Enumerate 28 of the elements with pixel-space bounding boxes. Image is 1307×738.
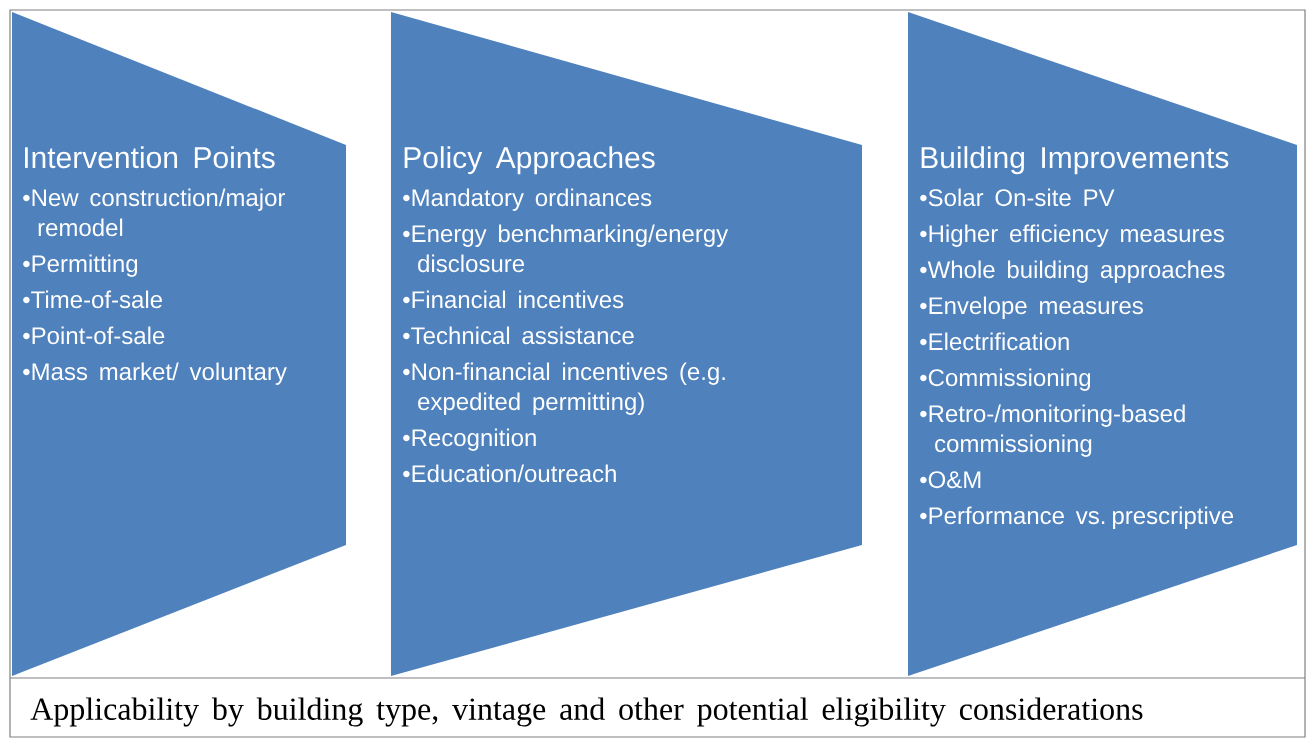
bullet-item: •New construction/major remodel <box>23 188 286 237</box>
bullet-item: •Energy benchmarking/energy disclosure <box>403 224 729 273</box>
bullet-item: •Solar On-site PV <box>920 188 1115 207</box>
heading: Intervention Points <box>25 146 275 169</box>
bullet-item: •Non-financial incentives (e.g. expedited permitting) <box>403 362 725 415</box>
funnel-shape <box>908 12 1297 676</box>
bullet-item: •O&M <box>920 471 981 489</box>
bullet-item: •Mass market/ voluntary <box>23 362 287 385</box>
heading: Policy Approaches <box>404 146 655 175</box>
bullet-item: •Education/outreach <box>403 464 616 483</box>
bullet-item: •Recognition <box>403 428 536 451</box>
bullet-item: •Time-of-sale <box>23 290 162 309</box>
bullet-item: •Point-of-sale <box>23 326 165 345</box>
funnel-shape <box>12 12 346 676</box>
bullet-item: •Financial incentives <box>403 290 624 309</box>
bullet-item: •Retro-/monitoring-based commissioning <box>920 404 1185 457</box>
bullet-item: •Mandatory ordinances <box>403 188 652 211</box>
bullet-item: •Commissioning <box>920 368 1091 391</box>
bullet-item: •Higher efficiency measures <box>920 224 1224 247</box>
bullet-item: •Permitting <box>23 254 138 277</box>
funnel-shape <box>391 12 862 676</box>
caption-text: Applicability by building type, vintage and other potential eligibility considerations <box>30 697 1143 727</box>
heading: Building Improvements <box>921 146 1229 175</box>
bullet-item: •Envelope measures <box>920 296 1143 319</box>
bullet-item: •Electrification <box>920 332 1069 351</box>
bullet-item: •Technical assistance <box>403 326 634 345</box>
bullet-item: •Performance vs. prescriptive <box>920 506 1234 529</box>
bullet-item: •Whole building approaches <box>920 260 1225 283</box>
